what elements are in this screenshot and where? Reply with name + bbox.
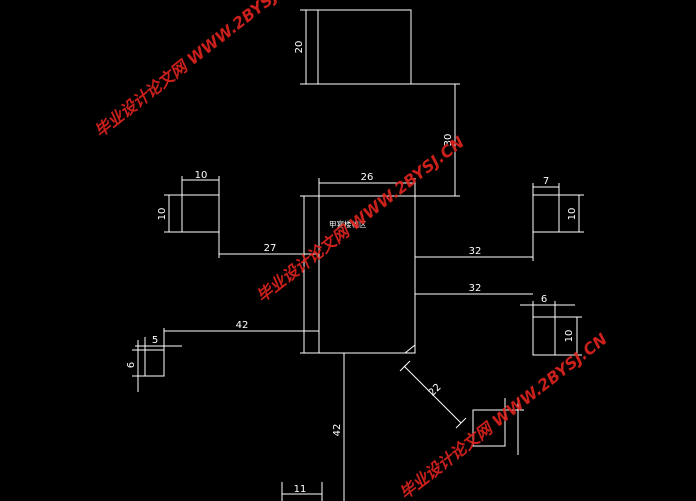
dim-bottom-gap-label: 42 xyxy=(332,424,343,437)
dim-diagonal-zone-ext xyxy=(504,398,524,455)
dim-top-height-label: 20 xyxy=(294,41,305,54)
dim-bottom-gap: 42 xyxy=(332,353,345,501)
dim-left-small-width-label: 5 xyxy=(152,335,158,346)
dim-right-height: 10 xyxy=(559,194,584,233)
svg-text:毕业设计论文网 WWW.2BYSJ.CN: 毕业设计论文网 WWW.2BYSJ.CN xyxy=(396,329,611,501)
dim-left-width: 10 xyxy=(181,170,220,195)
bottom-zone-rect xyxy=(281,493,323,501)
dim-right-gap-upper: 32 xyxy=(415,232,534,261)
dim-vertical-30: 30 xyxy=(411,83,460,197)
svg-text:毕业设计论文网 WWW.2BYSJ.CN: 毕业设计论文网 WWW.2BYSJ.CN xyxy=(253,132,468,306)
dim-vertical-30-label: 30 xyxy=(443,134,454,147)
dim-right-height-label: 10 xyxy=(567,208,578,221)
dim-left-height-label: 10 xyxy=(157,208,168,221)
dim-lower-right-height-label: 10 xyxy=(564,330,575,343)
dim-bottom-box-width: 11 xyxy=(281,482,323,495)
main-zone-rect xyxy=(318,195,416,354)
dim-left-gap: 27 xyxy=(218,232,319,258)
dim-right-gap-lower-label: 32 xyxy=(469,283,482,294)
dim-left-height: 10 xyxy=(157,194,182,233)
dim-top-height: 20 xyxy=(294,9,318,85)
dim-left-width-label: 10 xyxy=(195,170,208,181)
dim-diagonal-label: 22 xyxy=(427,382,444,399)
dim-main-height xyxy=(300,195,319,354)
top-zone-rect xyxy=(317,9,412,85)
svg-text:毕业设计论文网 WWW.2BYSJ.CN: 毕业设计论文网 WWW.2BYSJ.CN xyxy=(91,0,306,141)
dim-lower-right-width-label: 6 xyxy=(541,294,547,305)
dim-left-long-gap: 42 xyxy=(164,320,319,332)
dim-main-width: 26 xyxy=(318,172,416,196)
dim-right-gap-lower: 32 xyxy=(415,283,533,295)
lower-right-zone-rect xyxy=(532,316,556,356)
main-zone-label: 甲宴楼幅区 xyxy=(329,219,367,229)
dim-left-small-width: 5 xyxy=(135,328,182,350)
dim-right-gap-upper-label: 32 xyxy=(469,246,482,257)
dim-left-small-height: 6 xyxy=(126,340,145,392)
right-zone-rect xyxy=(532,194,560,233)
dim-bottom-box-width-label: 11 xyxy=(294,484,307,495)
dim-lower-right-width: 6 xyxy=(520,294,575,317)
left-small-zone-rect xyxy=(144,349,165,377)
dim-right-width: 7 xyxy=(532,176,560,195)
main-chamfer-line xyxy=(404,344,416,354)
left-zone-rect xyxy=(181,194,220,233)
dim-lower-right-height: 10 xyxy=(555,316,582,356)
dim-left-gap-label: 27 xyxy=(264,243,277,254)
dim-main-width-label: 26 xyxy=(361,172,374,183)
diagonal-zone-rect xyxy=(472,409,506,447)
dim-left-long-gap-label: 42 xyxy=(236,320,249,331)
dim-diagonal: 22 xyxy=(399,360,467,429)
dim-right-width-label: 7 xyxy=(543,176,549,187)
dim-left-small-height-label: 6 xyxy=(126,362,137,368)
